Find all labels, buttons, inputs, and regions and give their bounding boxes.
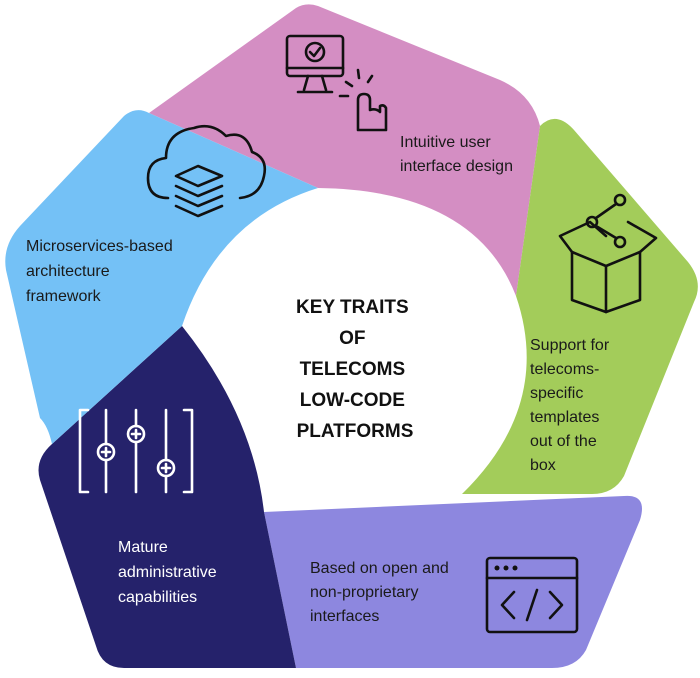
segment-ui bbox=[149, 4, 540, 297]
center-title-line: KEY TRAITS bbox=[296, 297, 409, 318]
segment-templates bbox=[462, 118, 698, 494]
segment-microservices bbox=[5, 110, 318, 444]
segment-admin-label: Mature administrative capabilities bbox=[118, 539, 221, 606]
center-title-line: PLATFORMS bbox=[297, 421, 414, 442]
segment-templates-label: Support for telecoms- specific templates… bbox=[530, 337, 614, 474]
segment-interfaces-label: Based on open and non-proprietary interf… bbox=[310, 560, 453, 625]
monitor-touch-icon bbox=[285, 34, 388, 132]
segment-microservices-label: Microservices-based architecture framewo… bbox=[26, 238, 177, 305]
center-title-line: LOW-CODE bbox=[300, 390, 405, 411]
sliders-icon bbox=[78, 408, 194, 494]
segment-interfaces bbox=[264, 495, 642, 668]
code-window-icon bbox=[485, 556, 579, 634]
center-title-line: OF bbox=[339, 328, 365, 349]
segment-ui-label: Intuitive user interface design bbox=[400, 134, 513, 175]
open-box-share-icon bbox=[558, 193, 658, 314]
center-title-line: TELECOMS bbox=[300, 359, 406, 380]
segment-admin bbox=[38, 326, 296, 668]
cloud-layers-icon bbox=[146, 124, 267, 218]
center-title: KEY TRAITS OF TELECOMS LOW-CODE PLATFORM… bbox=[296, 297, 414, 442]
